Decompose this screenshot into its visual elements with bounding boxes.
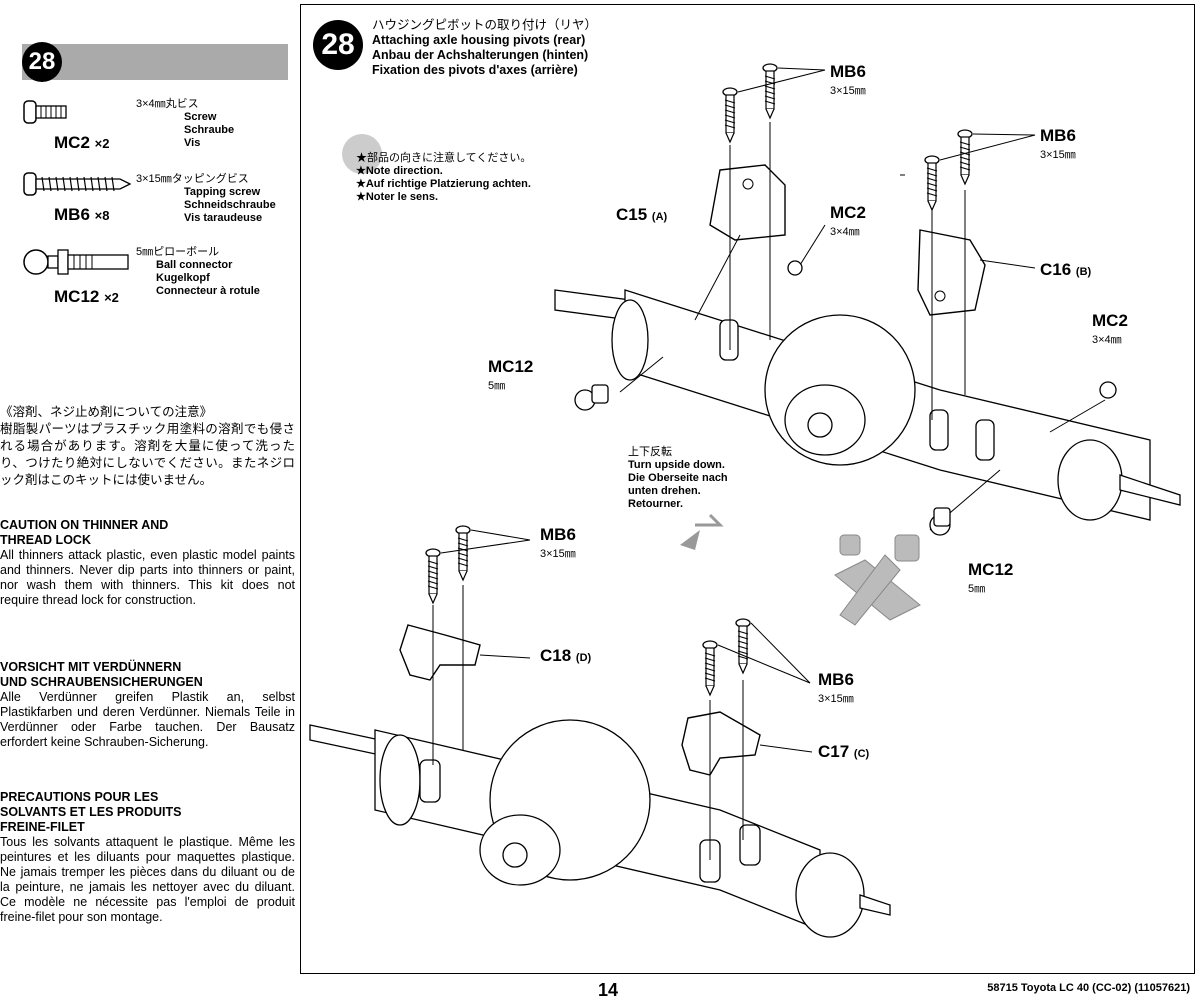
rotate-axis-icon: [834, 534, 921, 626]
label-mb6-lower-left: MB6: [540, 525, 576, 544]
part-desc-mc2: 3×4㎜丸ビス Screw Schraube Vis: [136, 98, 235, 149]
label-mb6-lower-right: MB6: [818, 670, 854, 689]
step-title: ハウジングピボットの取り付け（リヤ） Attaching axle housin…: [372, 18, 598, 77]
label-c15: C15 (A): [616, 205, 668, 224]
dim-mb6-lower-right: 3×15㎜: [818, 693, 854, 705]
caution-german: VORSICHT MIT VERDÜNNERN UND SCHRAUBENSIC…: [0, 660, 295, 749]
label-c17: C17 (C): [818, 742, 870, 761]
assembly-diagram-frame: [300, 4, 1195, 974]
assembly-line-art: [309, 63, 1181, 938]
mb6-tapping-screw-icon: [23, 172, 132, 196]
label-mb6-right: MB6: [1040, 126, 1076, 145]
mc12-ball-connector-icon: [23, 249, 129, 275]
c18-bracket: [399, 624, 481, 681]
label-mc12-left: MC12: [488, 357, 534, 376]
dim-mc12-left: 5㎜: [488, 380, 506, 392]
c16-bracket: [917, 229, 986, 316]
caution-japanese: 《溶剤、ネジ止め剤についての注意》 樹脂製パーツはプラスチック用塗料の溶剤でも侵…: [0, 405, 295, 487]
lower-axle-drawing: [309, 719, 891, 938]
part-code-mc12: MC12 ×2: [54, 287, 119, 306]
turn-upside-down-note: 上下反転 Turn upside down. Die Oberseite nac…: [628, 446, 728, 510]
mc2-screw-icon: [23, 100, 67, 124]
note-highlight-circle: [342, 134, 382, 174]
dim-mb6-right: 3×15㎜: [1040, 149, 1076, 161]
dim-mc2-right: 3×4㎜: [1092, 334, 1122, 346]
c15-bracket: [709, 164, 786, 241]
step-28-badge: 28: [313, 20, 363, 70]
part-desc-mc12: 5㎜ピローボール Ball connector Kugelkopf Connec…: [136, 246, 260, 297]
label-mc2-right: MC2: [1092, 311, 1128, 330]
label-mc12-right: MC12: [968, 560, 1014, 579]
note-direction: ★部品の向きに注意してください。 ★Note direction. ★Auf r…: [356, 152, 532, 203]
dim-mb6-top: 3×15㎜: [830, 85, 866, 97]
label-mc2-top: MC2: [830, 203, 866, 222]
upper-axle-drawing: [554, 289, 1181, 521]
dim-mc2-top: 3×4㎜: [830, 226, 860, 238]
part-desc-mb6: 3×15㎜タッピングビス Tapping screw Schneidschrau…: [136, 173, 276, 224]
step-number-badge: 28: [22, 42, 62, 82]
c17-bracket: [681, 711, 761, 776]
parts-and-caution-column: 28 MC2 ×2 3×4㎜丸ビス Screw Schraube Vis MB6…: [0, 0, 300, 1008]
footer-code: 58715 Toyota LC 40 (CC-02) (11057621): [987, 982, 1190, 994]
caution-french: PRECAUTIONS POUR LES SOLVANTS ET LES PRO…: [0, 790, 295, 924]
label-mb6-top: MB6: [830, 62, 866, 81]
label-c18: C18 (D): [540, 646, 592, 665]
step-header-bar: [22, 44, 288, 80]
dim-mb6-lower-left: 3×15㎜: [540, 548, 576, 560]
caution-english: CAUTION ON THINNER AND THREAD LOCK All t…: [0, 518, 295, 607]
label-c16: C16 (B): [1040, 260, 1092, 279]
dim-mc12-right: 5㎜: [968, 583, 986, 595]
page-number: 14: [598, 980, 619, 1000]
part-code-mc2: MC2 ×2: [54, 133, 110, 152]
part-code-mb6: MB6 ×8: [54, 205, 110, 224]
